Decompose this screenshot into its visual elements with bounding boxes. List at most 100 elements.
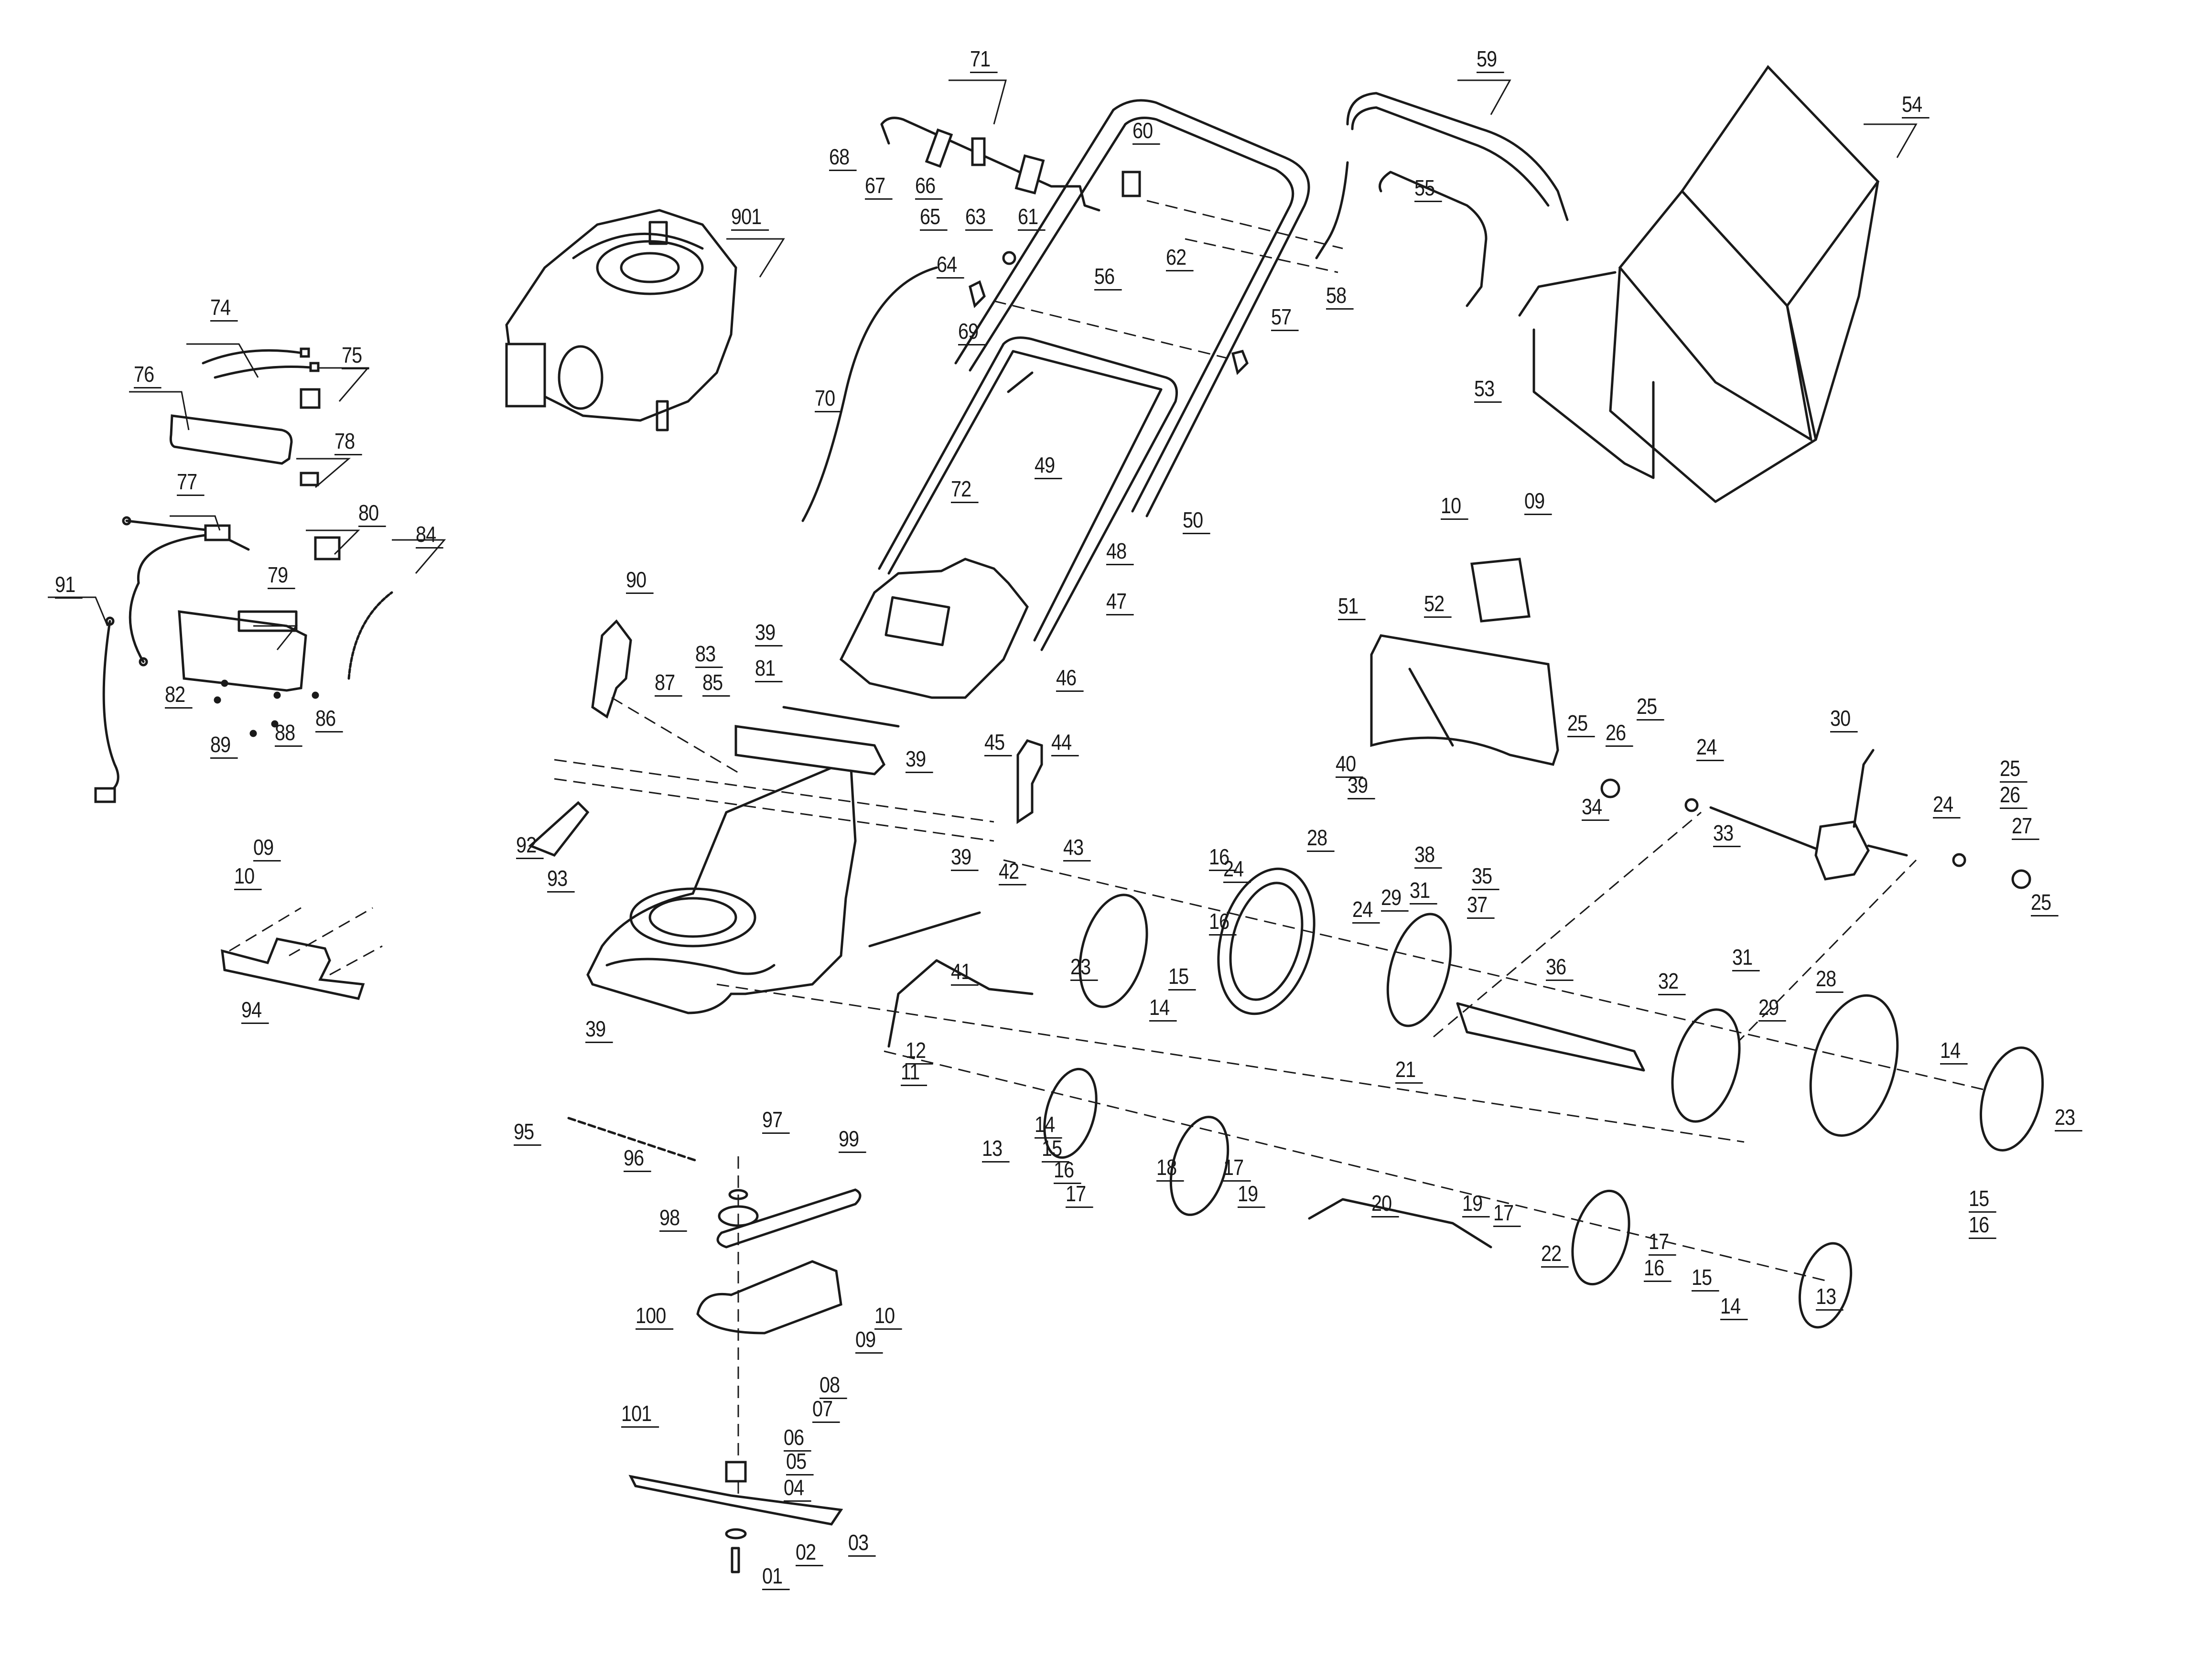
callout-69: 69 [958, 320, 986, 345]
callout-18: 18 [1156, 1156, 1184, 1182]
callout-45: 45 [984, 731, 1012, 756]
callout-87: 87 [655, 671, 682, 697]
callout-91: 91 [55, 573, 83, 599]
rear-axle-33 [1433, 749, 2031, 1100]
callout-58: 58 [1326, 284, 1354, 310]
callout-98: 98 [659, 1206, 687, 1232]
callout-85: 85 [702, 671, 730, 697]
callout-55: 55 [1414, 177, 1442, 202]
callout-15-front-r: 15 [1692, 1266, 1719, 1292]
handle-bars [880, 92, 1569, 307]
callout-17-front-l-b: 17 [1223, 1156, 1251, 1182]
callout-67: 67 [865, 174, 893, 200]
callout-09-bumper: 09 [253, 836, 281, 862]
rear-wheel-right-28 [1809, 994, 1899, 1137]
callout-41: 41 [951, 960, 979, 986]
callout-53: 53 [1474, 377, 1502, 403]
callout-17-front-r-b: 17 [1649, 1230, 1676, 1256]
callout-25-outer-a: 25 [2000, 757, 2027, 783]
callout-44: 44 [1051, 731, 1079, 756]
callout-36: 36 [1546, 956, 1574, 981]
wheel-axis-line [716, 983, 1745, 1143]
callout-16-front-r: 16 [1644, 1257, 1672, 1282]
callout-09-flap: 09 [1524, 490, 1552, 515]
front-bumper-94 [221, 907, 383, 1000]
callout-40: 40 [1336, 753, 1363, 778]
callout-59: 59 [1477, 48, 1504, 73]
callout-07: 07 [812, 1398, 840, 1423]
callout-46: 46 [1056, 667, 1084, 692]
callout-30: 30 [1830, 707, 1858, 732]
front-axle-21 [1308, 1198, 1492, 1249]
callout-96: 96 [624, 1147, 651, 1172]
callout-101: 101 [621, 1402, 659, 1428]
wheel-disc-31a [1386, 913, 1452, 1027]
callout-15-rear-r: 15 [1969, 1187, 1996, 1213]
callout-48: 48 [1106, 540, 1134, 565]
callout-99: 99 [839, 1128, 866, 1153]
callout-24-rear-l: 24 [1223, 858, 1251, 883]
front-axis-line [884, 1050, 1826, 1282]
hubcap-23b [1979, 1046, 2044, 1152]
front-wheel-18 [1169, 1116, 1229, 1216]
callout-62: 62 [1166, 246, 1194, 271]
callout-15-front-l: 15 [1042, 1137, 1069, 1163]
callout-03: 03 [848, 1531, 876, 1557]
electric-start-parts [94, 347, 393, 803]
rear-axis-line [1003, 859, 1984, 1090]
callout-39-flap: 39 [906, 748, 933, 773]
callout-34: 34 [1582, 796, 1609, 821]
handle-controls [925, 128, 1343, 375]
callout-08: 08 [820, 1374, 847, 1399]
callout-61: 61 [1018, 205, 1046, 231]
callout-12: 12 [906, 1039, 933, 1065]
callout-25-outer-b: 25 [2031, 891, 2059, 916]
cable-70 [801, 266, 938, 522]
callout-14-rear-r: 14 [1940, 1039, 1968, 1065]
callout-27: 27 [2012, 815, 2039, 840]
callout-63: 63 [965, 205, 993, 231]
axle-bracket-32 [1456, 1002, 1645, 1072]
callout-60: 60 [1132, 119, 1160, 145]
callout-13-front-l: 13 [982, 1137, 1010, 1163]
lower-handle-48 [878, 336, 1178, 651]
callout-77: 77 [177, 471, 205, 496]
callout-79: 79 [268, 564, 295, 589]
callout-01: 01 [762, 1565, 790, 1590]
callout-42: 42 [999, 860, 1026, 885]
callout-15-rear-l: 15 [1168, 965, 1196, 991]
rear-cover-46 [839, 558, 1029, 699]
callout-13-front-r: 13 [1816, 1285, 1844, 1311]
callout-05: 05 [786, 1450, 814, 1475]
callout-16-rear-l: 16 [1209, 910, 1237, 936]
upper-handle-57 [954, 99, 1310, 517]
callout-100: 100 [636, 1304, 673, 1330]
callout-56: 56 [1094, 265, 1122, 291]
callout-35: 35 [1472, 865, 1499, 890]
callout-32: 32 [1658, 970, 1686, 995]
callout-50: 50 [1183, 509, 1210, 534]
callout-43: 43 [1063, 836, 1091, 862]
callout-64: 64 [937, 253, 964, 279]
callout-39-rear: 39 [1348, 774, 1375, 799]
callout-19-left: 19 [1238, 1183, 1265, 1208]
callout-31-right: 31 [1732, 946, 1760, 971]
callout-39-lever: 39 [951, 846, 979, 871]
engine-901 [505, 209, 737, 431]
callout-14-rear-l: 14 [1149, 996, 1177, 1022]
callout-72: 72 [951, 478, 979, 503]
callout-31-left: 31 [1410, 879, 1437, 905]
callout-37: 37 [1467, 894, 1495, 919]
leader-lines [48, 79, 1918, 650]
rear-wheel-left-28 [1217, 867, 1316, 1015]
callout-71: 71 [970, 48, 998, 73]
callout-26-outer: 26 [2000, 784, 2027, 809]
callout-16-front-l: 16 [1054, 1159, 1081, 1184]
callout-93: 93 [547, 867, 575, 893]
callout-33: 33 [1713, 822, 1741, 847]
grass-bag-54 [1518, 65, 1880, 503]
callout-28-left: 28 [1307, 827, 1335, 852]
callout-89: 89 [210, 733, 238, 759]
